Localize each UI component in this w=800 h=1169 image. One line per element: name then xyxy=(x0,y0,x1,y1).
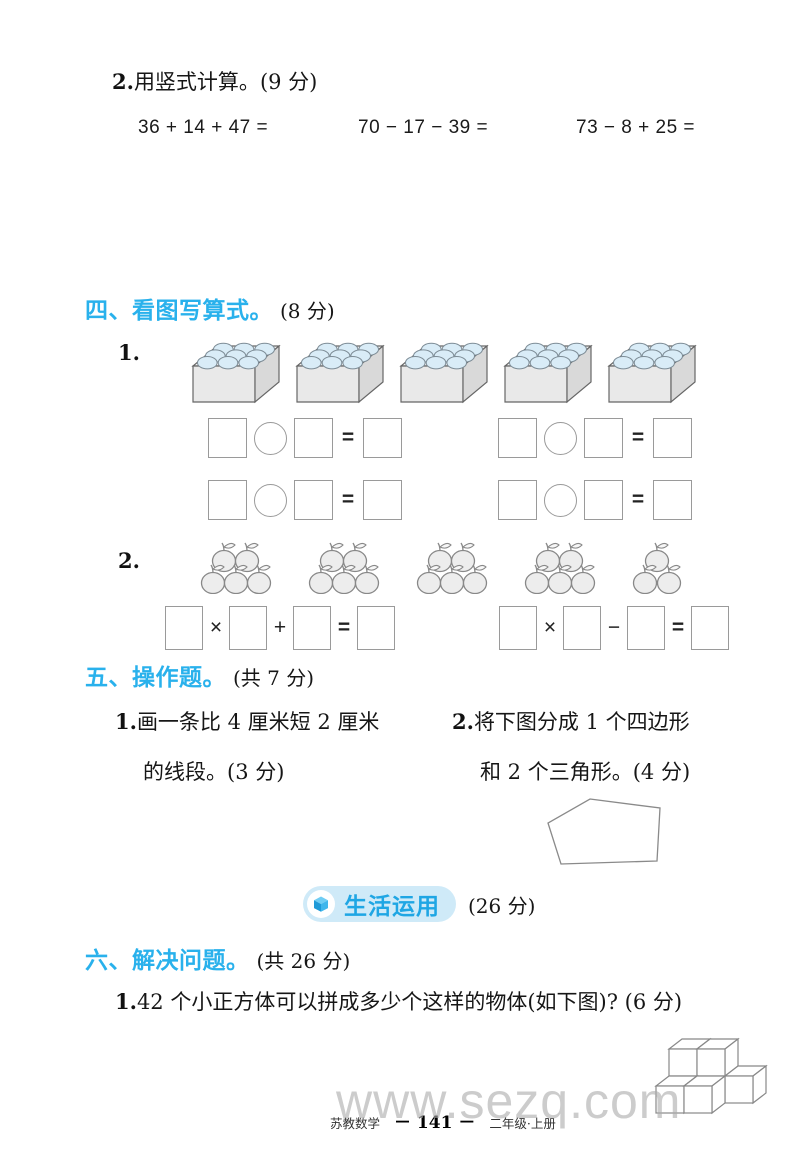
answer-box xyxy=(584,418,623,458)
apple-group-5 xyxy=(308,542,380,594)
apple-groups-row xyxy=(199,540,683,594)
section-four-label: 四、看图写算式。 xyxy=(85,298,273,324)
calc-title: 用竖式计算。 xyxy=(133,70,260,94)
equals-sign: = xyxy=(337,616,351,639)
section-four-points: (8 分) xyxy=(280,299,335,323)
task-2-number: 2. xyxy=(452,709,474,734)
answer-box xyxy=(498,480,537,520)
operator-circle xyxy=(254,483,287,517)
equals-sign: = xyxy=(631,426,645,449)
answer-box xyxy=(363,480,402,520)
equation-2: 70 − 17 − 39 = xyxy=(358,117,489,138)
blank-equation-row-4: = xyxy=(498,480,692,520)
footer-grade: 二年级·上册 xyxy=(489,1116,556,1131)
section-five-points: (共 7 分) xyxy=(233,666,315,690)
calc-section-heading: 2.用竖式计算。(9 分) xyxy=(112,66,317,96)
answer-box xyxy=(499,606,537,650)
apple-group-3 xyxy=(632,542,682,594)
problem-1-text: 42 个小正方体可以拼成多少个这样的物体(如下图)? (6 分) xyxy=(136,990,683,1014)
equals-sign: = xyxy=(671,616,685,639)
answer-box xyxy=(363,418,402,458)
times-sign: × xyxy=(543,616,557,639)
answer-box xyxy=(653,418,692,458)
task-1-line-1: 1.画一条比 4 厘米短 2 厘米 xyxy=(115,706,379,736)
answer-box xyxy=(498,418,537,458)
banner-points: (26 分) xyxy=(468,893,536,918)
cube-icon-glyph xyxy=(314,896,328,912)
times-sign: × xyxy=(209,616,223,639)
section-six-heading: 六、解决问题。 (共 26 分) xyxy=(85,941,350,975)
answer-box xyxy=(357,606,395,650)
apple-group-5 xyxy=(200,542,272,594)
item-2-number: 2. xyxy=(118,548,140,573)
answer-box xyxy=(653,480,692,520)
multiply-add-equation-row: × + = xyxy=(165,606,395,650)
egg-box-figure xyxy=(504,342,592,403)
answer-box xyxy=(563,606,601,650)
minus-sign: − xyxy=(607,616,621,639)
egg-box-figure xyxy=(296,342,384,403)
egg-box-figure xyxy=(608,342,696,403)
calc-points: (9 分) xyxy=(259,70,318,94)
pentagon-figure xyxy=(547,798,661,865)
calc-item-number: 2. xyxy=(112,69,134,94)
operator-circle xyxy=(544,421,577,455)
banner-label: 生活运用 xyxy=(344,894,440,920)
page-footer: 苏教数学 － 141 － 二年级·上册 xyxy=(330,1108,556,1133)
answer-box xyxy=(165,606,203,650)
watermark-text: www.sezq.com xyxy=(336,1073,682,1129)
answer-box xyxy=(627,606,665,650)
multiply-subtract-equation-row: × − = xyxy=(499,606,729,650)
section-five-label: 五、操作题。 xyxy=(85,665,226,691)
task-1-text-1: 画一条比 4 厘米短 2 厘米 xyxy=(136,710,380,734)
footer-book-title: 苏教数学 xyxy=(330,1116,381,1131)
section-four-heading: 四、看图写算式。 (8 分) xyxy=(85,291,335,325)
apple-group-5 xyxy=(524,542,596,594)
egg-box-figure xyxy=(400,342,488,403)
problem-1-line: 1.42 个小正方体可以拼成多少个这样的物体(如下图)? (6 分) xyxy=(115,986,682,1016)
life-application-banner: 生活运用 (26 分) xyxy=(303,886,535,922)
answer-box xyxy=(691,606,729,650)
task-1-line-2: 的线段。(3 分) xyxy=(143,760,285,784)
equals-sign: = xyxy=(341,426,355,449)
egg-boxes-row xyxy=(190,338,698,404)
item-1-number: 1. xyxy=(118,340,140,365)
answer-box xyxy=(584,480,623,520)
cube-icon xyxy=(307,890,335,918)
banner-pill: 生活运用 xyxy=(303,886,456,922)
task-1-number: 1. xyxy=(115,709,137,734)
section-five-heading: 五、操作题。 (共 7 分) xyxy=(85,658,314,692)
equals-sign: = xyxy=(631,488,645,511)
operator-circle xyxy=(544,483,577,517)
section-six-label: 六、解决问题。 xyxy=(85,948,250,974)
task-2-line-1: 2.将下图分成 1 个四边形 xyxy=(452,706,690,736)
problem-1-number: 1. xyxy=(115,989,137,1014)
blank-equation-row-3: = xyxy=(208,480,402,520)
blank-equation-row-2: = xyxy=(498,418,692,458)
operator-circle xyxy=(254,421,287,455)
equation-1: 36 + 14 + 47 = xyxy=(138,117,269,138)
answer-box xyxy=(293,606,331,650)
egg-box-figure xyxy=(192,342,280,403)
answer-box xyxy=(208,480,247,520)
footer-page-number: － 141 － xyxy=(394,1113,476,1133)
answer-box xyxy=(229,606,267,650)
answer-box xyxy=(208,418,247,458)
equation-3: 73 − 8 + 25 = xyxy=(576,117,696,138)
plus-sign: + xyxy=(273,616,287,639)
task-2-text-1: 将下图分成 1 个四边形 xyxy=(473,710,690,734)
section-six-points: (共 26 分) xyxy=(256,949,351,973)
answer-box xyxy=(294,480,333,520)
answer-box xyxy=(294,418,333,458)
blank-equation-row-1: = xyxy=(208,418,402,458)
task-2-line-2: 和 2 个三角形。(4 分) xyxy=(480,760,691,784)
apple-group-5 xyxy=(416,542,488,594)
equals-sign: = xyxy=(341,488,355,511)
